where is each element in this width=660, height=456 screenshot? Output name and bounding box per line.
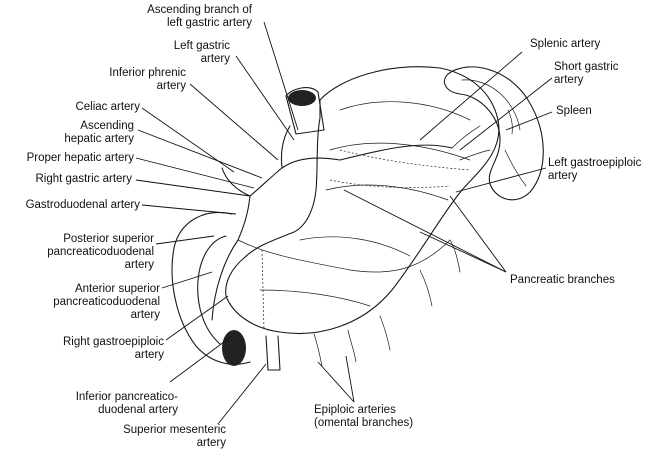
stomach-shape (225, 66, 500, 335)
label-left-gastroepiploic-artery: Left gastroepiploic artery (548, 157, 642, 182)
label-pancreatic-branches: Pancreatic branches (510, 274, 615, 286)
label-inferior-pancreaticoduodenal-artery: Inferior pancreatico- duodenal artery (75, 391, 178, 416)
label-short-gastric-artery: Short gastric artery (554, 61, 619, 86)
label-gastroduodenal-artery: Gastroduodenal artery (25, 199, 140, 211)
label-splenic-artery: Splenic artery (530, 38, 601, 50)
label-right-gastric-artery: Right gastric artery (35, 173, 132, 185)
spleen-shape (443, 66, 544, 201)
label-proper-hepatic-artery: Proper hepatic artery (26, 152, 134, 164)
label-right-gastroepiploic-artery: Right gastroepiploic artery (62, 336, 164, 361)
label-superior-mesenteric-artery: Superior mesenteric artery (123, 424, 226, 449)
label-spleen: Spleen (556, 105, 592, 117)
label-anterior-superior-pancreaticoduodenal-artery: Anterior superior pancreaticoduodenal ar… (53, 283, 160, 321)
label-ascending-branch-left-gastric-artery: Ascending branch of left gastric artery (147, 4, 252, 29)
label-ascending-hepatic-artery: Ascending hepatic artery (64, 120, 134, 145)
artery-network (211, 125, 491, 367)
label-left-gastric-artery: Left gastric artery (173, 40, 230, 65)
esophagus-shape (285, 87, 325, 135)
label-epiploic-arteries: Epiploic arteries (omental branches) (314, 404, 414, 429)
label-posterior-superior-pancreaticoduodenal-artery: Posterior superior pancreaticoduodenal a… (47, 233, 154, 271)
label-inferior-phrenic-artery: Inferior phrenic artery (109, 67, 186, 92)
leader-lines (135, 21, 553, 425)
label-celiac-artery: Celiac artery (75, 101, 140, 113)
